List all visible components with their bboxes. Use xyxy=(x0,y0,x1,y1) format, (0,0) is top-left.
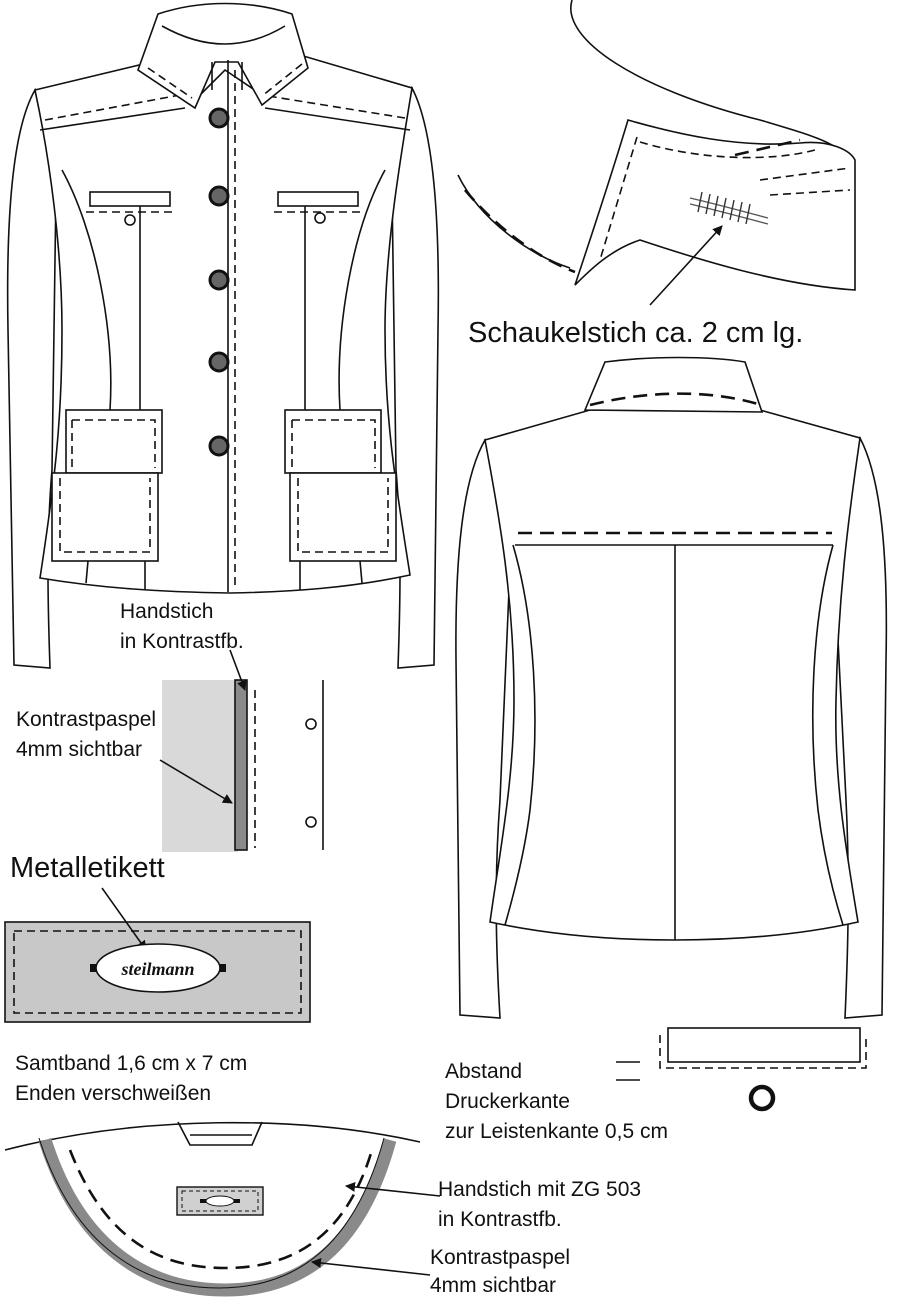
neck-lining-detail xyxy=(4,1121,441,1297)
back-collar xyxy=(583,356,764,413)
velvet-tape-detail: steilmann xyxy=(4,887,311,1023)
label-enden-verschweissen: Enden verschweißen xyxy=(15,1082,211,1105)
label-metalletikett: Metalletikett xyxy=(10,852,165,884)
left-sleeve xyxy=(6,87,57,669)
jacket-front-view xyxy=(6,2,440,669)
label-4mm-sichtbar-bottom: 4mm sichtbar xyxy=(430,1274,556,1297)
label-handstich-kontrastfb: in Kontrastfb. xyxy=(120,630,244,653)
arrow-icon xyxy=(229,649,247,691)
label-druckerkante: Druckerkante xyxy=(445,1090,570,1113)
right-pocket xyxy=(289,472,397,562)
left-pocket xyxy=(51,472,159,562)
label-samtband: Samtband 1,6 cm x 7 cm xyxy=(15,1052,247,1075)
front-collar xyxy=(137,2,309,110)
button-icon xyxy=(748,1084,776,1112)
jacket-back-view xyxy=(455,356,888,1019)
arrow-icon xyxy=(101,887,147,951)
arrow-icon xyxy=(159,759,233,804)
stitch-bundle-icon xyxy=(689,191,769,225)
arrow-icon xyxy=(345,1181,441,1197)
metal-label-icon xyxy=(176,1186,264,1216)
arrow-icon xyxy=(649,225,723,306)
label-abstand: Abstand xyxy=(445,1060,522,1083)
back-body xyxy=(484,409,861,941)
arrow-icon xyxy=(311,1258,431,1276)
label-handstich-zg-kontrastfb: in Kontrastfb. xyxy=(438,1208,562,1231)
label-kontrastpaspel: Kontrastpaspel xyxy=(16,708,156,731)
piping-detail xyxy=(159,649,324,852)
metal-label-icon: steilmann xyxy=(90,943,226,993)
label-kontrastpaspel-bottom: Kontrastpaspel xyxy=(430,1246,570,1269)
label-handstich-zg: Handstich mit ZG 503 xyxy=(438,1178,641,1201)
label-handstich: Handstich xyxy=(120,600,213,623)
logo-text: steilmann xyxy=(120,959,194,979)
collar-detail xyxy=(457,0,856,306)
button-icon xyxy=(208,107,230,457)
label-leistenkante: zur Leistenkante 0,5 cm xyxy=(445,1120,668,1143)
welt-detail xyxy=(616,1027,867,1112)
label-4mm-sichtbar: 4mm sichtbar xyxy=(16,738,142,761)
label-schaukelstich: Schaukelstich ca. 2 cm lg. xyxy=(468,317,803,349)
